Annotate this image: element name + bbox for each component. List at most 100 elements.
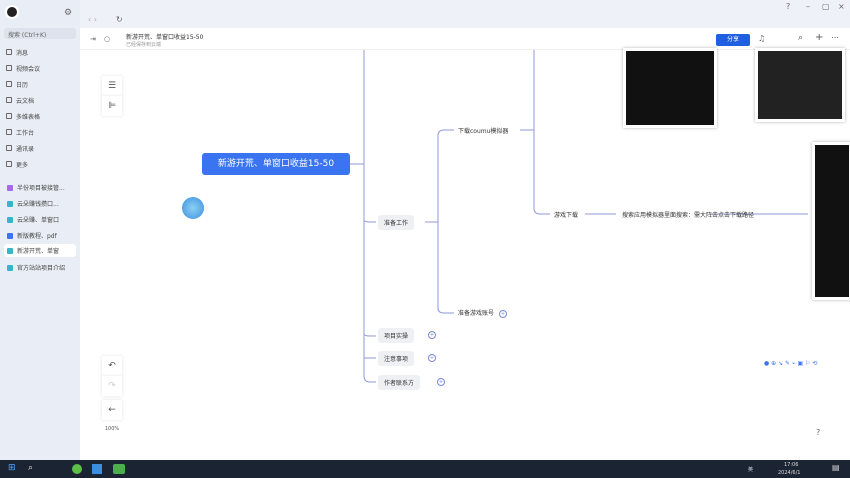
screenshot-image[interactable] — [755, 48, 845, 122]
ime-indicator[interactable]: 英 — [748, 467, 754, 473]
expand-icon[interactable]: + — [428, 331, 436, 339]
structure-icon[interactable]: ⊫ — [102, 96, 122, 116]
doc-item[interactable]: 官方站站项目介绍 — [4, 261, 76, 274]
windows-start-icon[interactable]: ⊞ — [8, 463, 16, 473]
app-icon[interactable] — [92, 464, 102, 474]
doc-item-active[interactable]: 新游开荒、单窗 — [4, 244, 76, 257]
cursor-avatar — [182, 197, 204, 219]
label: 官方站站项目介绍 — [17, 265, 66, 272]
search-icon[interactable]: ⌕ — [28, 463, 34, 473]
clock-date[interactable]: 2024/6/1 — [778, 470, 801, 476]
share-button[interactable]: 分享 — [716, 34, 750, 46]
sidebar: ⚙ 搜索 (Ctrl+K) 消息 视频会议 日历 云文档 多维表格 工作台 通讯… — [0, 0, 80, 460]
undo-icon[interactable]: ↶ — [102, 356, 122, 376]
search-icon[interactable]: ⌕ — [798, 33, 804, 43]
help-icon[interactable]: ? — [816, 428, 821, 437]
back-icon[interactable]: ← — [102, 400, 122, 420]
doc-item[interactable]: 云朵赚、单窗口 — [4, 213, 76, 226]
label: 新版教程、pdf — [17, 233, 57, 240]
node-download-emulator[interactable]: 下载coumu模拟器 — [458, 128, 509, 135]
doc-item[interactable]: 新版教程、pdf — [4, 229, 76, 242]
docs-icon — [6, 97, 12, 103]
connectors — [350, 50, 808, 383]
sidebar-item-docs[interactable]: 云文档 — [6, 94, 76, 106]
minimize-icon[interactable]: – — [806, 2, 810, 11]
label: 云朵赚、单窗口 — [17, 217, 60, 224]
node-search-hint[interactable]: 搜索应用模拟器里面搜索：需大阵击点击下载路径 — [622, 212, 755, 219]
expand-icon[interactable]: + — [499, 309, 508, 318]
app-icon[interactable] — [113, 464, 125, 474]
mindmap-canvas[interactable]: ☰ ⊫ ↶ ↷ ← 100% 新游开荒、单窗口收益15-50 准备工作 下载co… — [80, 48, 850, 460]
settings-icon[interactable]: ⚙ — [64, 8, 73, 18]
doc-item[interactable]: 半份项目被接管... — [4, 181, 76, 194]
label: 云朵赚钱攒口... — [17, 201, 59, 208]
notification-icon[interactable]: ▤ — [832, 463, 840, 472]
sidebar-item-calendar[interactable]: 日历 — [6, 78, 76, 90]
expand-icon[interactable]: + — [437, 378, 445, 386]
table-icon — [6, 113, 12, 119]
more-icon — [6, 161, 12, 167]
expand-icon[interactable]: + — [428, 354, 436, 362]
outline-icon[interactable]: ☰ — [102, 76, 122, 96]
label: 视频会议 — [16, 65, 41, 73]
message-icon — [6, 49, 12, 55]
sidebar-item-base[interactable]: 多维表格 — [6, 110, 76, 122]
label: 准备游戏账号 — [458, 310, 495, 317]
avatar[interactable] — [5, 5, 19, 19]
doc-icon — [7, 216, 13, 223]
label: 多维表格 — [16, 113, 41, 121]
sidebar-item-messages[interactable]: 消息 — [6, 46, 76, 58]
node-practice[interactable]: 项目实操 — [378, 328, 415, 343]
back-icon[interactable]: ‹ › — [88, 15, 97, 24]
label: 工作台 — [16, 129, 35, 137]
clock-time[interactable]: 17:06 — [784, 462, 799, 468]
add-icon[interactable]: + — [815, 32, 824, 43]
sidebar-item-contacts[interactable]: 通讯录 — [6, 142, 76, 154]
sidebar-item-video[interactable]: 视频会议 — [6, 62, 76, 74]
help-icon[interactable]: ? — [786, 2, 791, 11]
doc-icon — [7, 264, 13, 271]
close-icon[interactable]: × — [838, 2, 845, 11]
node-notes[interactable]: 注意事项 — [378, 351, 415, 366]
label: 新游开荒、单窗 — [17, 248, 60, 255]
mindmap-root-node[interactable]: 新游开荒、单窗口收益15-50 — [202, 153, 350, 175]
search-icon[interactable]: ○ — [104, 35, 111, 43]
title-bar: ‹ › ↻ ? – ▢ × — [80, 0, 850, 28]
screenshot-image[interactable] — [623, 48, 717, 128]
node-prep[interactable]: 准备工作 — [378, 215, 415, 230]
maximize-icon[interactable]: ▢ — [822, 2, 830, 11]
node-game-download[interactable]: 游戏下载 — [554, 212, 579, 219]
app-icon[interactable] — [72, 464, 82, 474]
doc-title[interactable]: 新游开荒、单窗口收益15-50 — [126, 34, 204, 41]
label: 更多 — [16, 161, 29, 169]
search-input[interactable]: 搜索 (Ctrl+K) — [4, 28, 76, 39]
doc-header: ⇥ ○ 新游开荒、单窗口收益15-50 已经保存到云端 分享 ♫ ⌕ + ⋯ — [80, 28, 850, 50]
zoom-level[interactable]: 100% — [104, 426, 120, 432]
video-icon — [6, 65, 12, 71]
node-contact[interactable]: 作者联系方 — [378, 375, 421, 390]
label: 日历 — [16, 81, 29, 89]
screenshot-image[interactable] — [812, 142, 850, 300]
calendar-icon — [6, 81, 12, 87]
bell-icon[interactable]: ♫ — [758, 34, 766, 43]
sidebar-toggle-icon[interactable]: ⇥ — [90, 35, 96, 43]
doc-icon — [7, 247, 13, 254]
label: 注意事项 — [384, 356, 409, 363]
contacts-icon — [6, 145, 12, 151]
sidebar-item-more[interactable]: 更多 — [6, 158, 76, 170]
label: 项目实操 — [384, 333, 409, 340]
label: 云文档 — [16, 97, 35, 105]
label: 通讯录 — [16, 145, 35, 153]
sidebar-item-workplace[interactable]: 工作台 — [6, 126, 76, 138]
more-icon[interactable]: ⋯ — [831, 33, 839, 42]
doc-icon — [7, 184, 13, 191]
floating-toolbar[interactable]: ● ⊕ ↘ ✎ ⌁ ▣ ⚐ ⟲ — [764, 360, 818, 367]
label: 作者联系方 — [384, 380, 415, 387]
save-status: 已经保存到云端 — [126, 42, 162, 48]
refresh-icon[interactable]: ↻ — [116, 15, 123, 24]
doc-item[interactable]: 云朵赚钱攒口... — [4, 197, 76, 210]
label: 半份项目被接管... — [17, 185, 65, 192]
grid-icon — [6, 129, 12, 135]
redo-icon[interactable]: ↷ — [102, 376, 122, 396]
node-account[interactable]: 准备游戏账号 + — [458, 308, 508, 318]
